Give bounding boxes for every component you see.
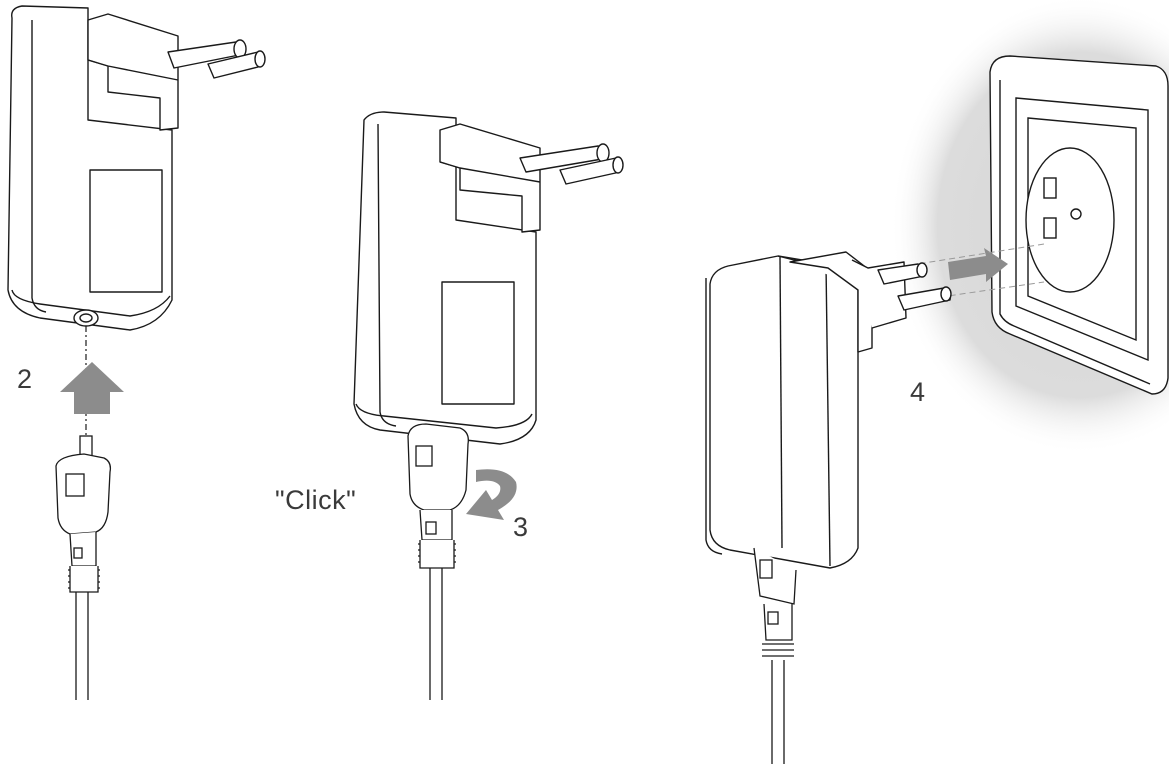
- rotate-arrow-icon: [466, 469, 517, 520]
- step-4-label: 4: [910, 377, 926, 407]
- right-arrow-icon: [948, 248, 1008, 282]
- click-sound-label: "Click": [275, 485, 357, 515]
- adapter-step4: [705, 251, 952, 569]
- wall-socket: [989, 55, 1169, 395]
- up-arrow-icon: [60, 362, 124, 414]
- cable-connector-step4: [753, 547, 797, 764]
- adapter-step3: [353, 111, 624, 445]
- cable-connector-step2: [55, 435, 112, 700]
- step-3-label: 3: [513, 512, 529, 542]
- step-2-label: 2: [17, 364, 33, 394]
- cable-connector-step3: [407, 423, 469, 700]
- adapter-step2: [7, 5, 266, 331]
